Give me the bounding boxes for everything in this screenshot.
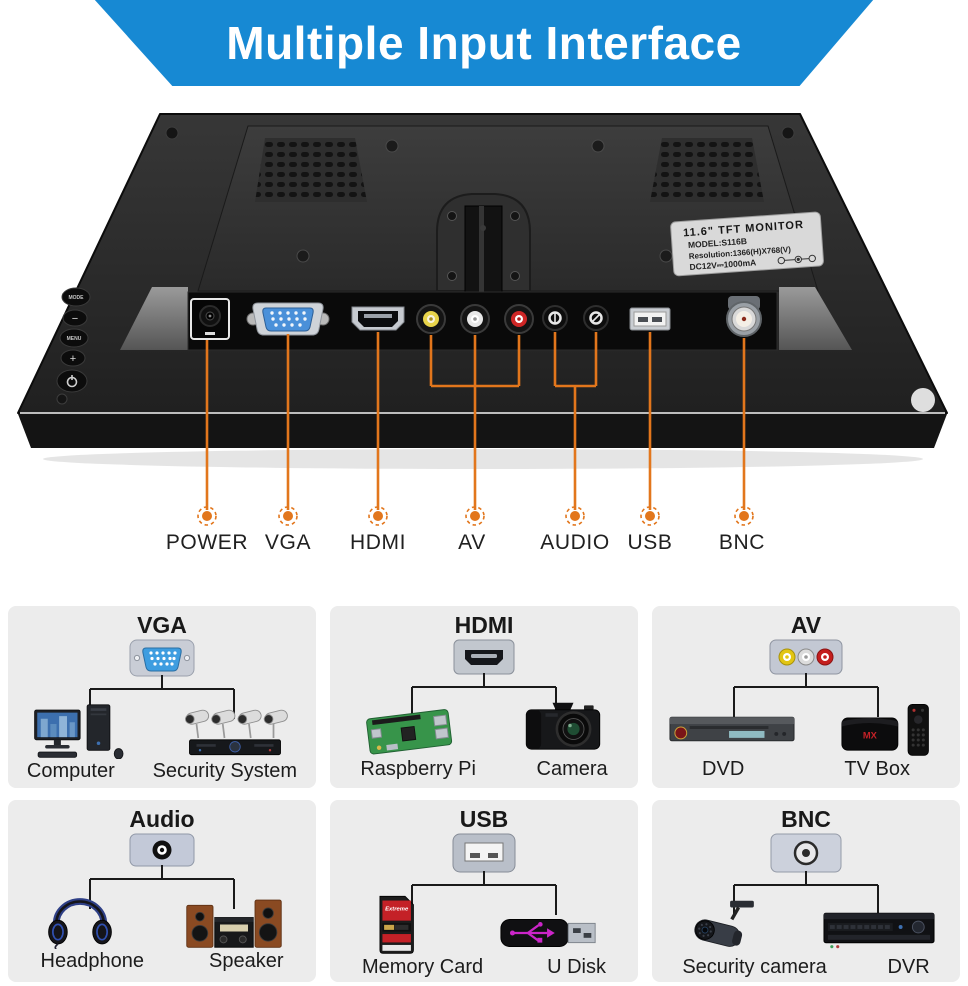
device-label: Security System (152, 760, 298, 782)
security-system-image (185, 709, 288, 756)
port-label-bnc: BNC (718, 531, 766, 554)
dslr-camera-image (525, 702, 601, 750)
dvr-image (822, 912, 935, 949)
connection-tree (411, 871, 557, 915)
connection-tree (411, 673, 557, 717)
panel-title: HDMI (454, 612, 514, 638)
round-sticker (911, 388, 935, 412)
device-label: Headphone (40, 950, 144, 972)
panel-av: AV (652, 606, 960, 788)
mode-button-label: MODE (69, 295, 85, 301)
audio-jacks-icon (542, 305, 609, 331)
device-label: Memory Card (361, 956, 484, 978)
dc-power-jack-icon (190, 298, 230, 340)
port-strip (187, 291, 778, 351)
hdmi-port-icon (351, 306, 405, 331)
power-icon (66, 375, 78, 388)
connection-tree (89, 675, 235, 719)
panel-vga: VGA (8, 606, 316, 788)
usb-socket-icon (452, 833, 516, 873)
plus-button-label: + (70, 353, 76, 365)
minus-button-label: − (72, 313, 78, 325)
connection-tree (733, 673, 879, 717)
headphone-image (47, 898, 112, 949)
port-label-vga: VGA (264, 531, 312, 554)
port-label-hdmi: HDMI (349, 531, 407, 554)
av-rca-jacks-icon (416, 304, 534, 334)
port-label-audio: AUDIO (540, 531, 610, 554)
spec-line-2: MODEL:S116B (688, 236, 748, 250)
callout-lines (205, 332, 746, 510)
device-label: DVR (887, 956, 930, 978)
panel-title: AV (790, 612, 822, 638)
vga-port-icon (246, 302, 330, 336)
panel-title: BNC (781, 806, 831, 832)
device-label: Security camera (682, 956, 827, 978)
device-label: Computer (26, 760, 115, 782)
monitor-buttons: MODE − MENU + (56, 287, 91, 393)
bnc-socket-icon (770, 833, 842, 873)
connection-tree (733, 871, 879, 915)
vga-connector-icon (129, 639, 195, 677)
panel-usb: USB Extreme (330, 800, 638, 982)
tv-box-logo: MX (863, 730, 878, 740)
speaker-image (185, 899, 282, 948)
av-connector-icon (769, 639, 843, 675)
connection-tree (89, 865, 235, 909)
memory-card-image: Extreme (379, 895, 414, 954)
stand-foot-right (779, 287, 852, 350)
audio-jack-icon (129, 833, 195, 867)
title-banner: Multiple Input Interface (94, 0, 874, 86)
computer-image (34, 704, 124, 759)
security-camera-image (693, 900, 754, 947)
monitor-spec-label: 11.6" TFT MONITOR MODEL:S116B Resolution… (670, 211, 824, 277)
page-title: Multiple Input Interface (226, 17, 742, 69)
monitor-rear-photo: 11.6" TFT MONITOR MODEL:S116B Resolution… (17, 113, 948, 526)
panel-title: VGA (137, 612, 187, 638)
memory-card-brand: Extreme (385, 907, 409, 913)
dc-polarity-symbol (777, 254, 816, 265)
port-label-av: AV (458, 531, 486, 554)
raspberry-pi-image (366, 709, 453, 755)
spec-line-4: DC12V⎓1000mA (689, 257, 756, 272)
device-label: TV Box (844, 758, 910, 780)
connection-panels: VGA (8, 606, 960, 982)
device-label: Speaker (208, 950, 284, 972)
stand-foot-left (120, 287, 188, 350)
device-label: Camera (536, 758, 608, 780)
menu-button-label: MENU (67, 336, 82, 342)
hdmi-connector-icon (453, 639, 515, 675)
device-label: DVD (702, 758, 745, 780)
panel-title: Audio (129, 806, 195, 832)
callout-dots (197, 506, 754, 526)
panel-title: USB (459, 806, 509, 832)
device-label: Raspberry Pi (360, 758, 476, 780)
port-label-power: POWER (165, 531, 249, 554)
port-label-usb: USB (627, 531, 673, 554)
panel-audio: Audio (8, 800, 316, 982)
dvd-player-image (669, 716, 795, 742)
panel-hdmi: HDMI (330, 606, 638, 788)
usb-port-icon (629, 307, 671, 331)
u-disk-image (500, 919, 596, 947)
device-label: U Disk (547, 956, 606, 978)
panel-bnc: BNC (652, 800, 960, 982)
tv-box-image: MX (841, 703, 929, 756)
bnc-connector-icon (726, 296, 762, 337)
